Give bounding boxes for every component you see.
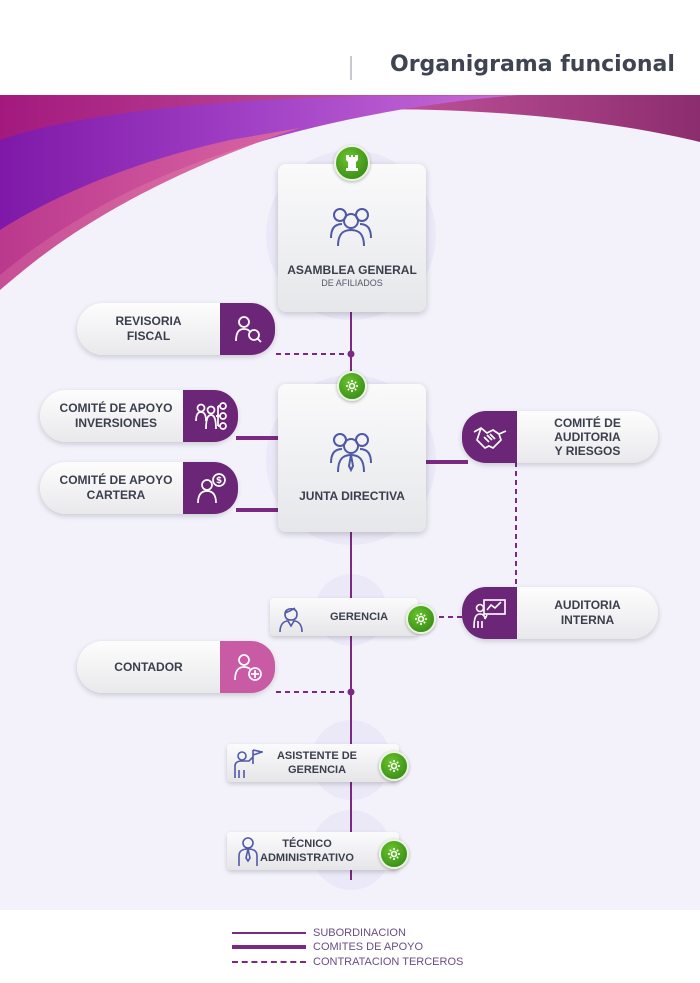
legend-line-subordinacion <box>232 932 306 934</box>
inversiones-label-1: COMITÉ DE APOYO <box>59 401 173 415</box>
auditoria-label-1: COMITÉ DE <box>554 416 621 430</box>
auditoria-label-3: Y RIESGOS <box>554 444 621 458</box>
tecnico-administrativo-node[interactable]: TÉCNICO ADMINISTRATIVO <box>227 832 399 870</box>
junta-title: JUNTA DIRECTIVA <box>299 489 405 503</box>
asistente-gerencia-node[interactable]: ASISTENTE DE GERENCIA <box>227 744 399 782</box>
auditoria-label-2: AUDITORIA <box>554 430 621 444</box>
legend-label-subordinacion: SUBORDINACION <box>313 927 406 939</box>
gerencia-node[interactable]: GERENCIA <box>270 598 418 636</box>
inversiones-label-2: INVERSIONES <box>74 416 158 430</box>
svg-text:$: $ <box>215 476 221 486</box>
asistente-label-2: GERENCIA <box>287 764 347 776</box>
tecnico-label-2: ADMINISTRATIVO <box>260 852 354 864</box>
gerencia-label: GERENCIA <box>329 611 389 623</box>
auditoria-interna-label-1: AUDITORIA <box>554 598 621 612</box>
woman-manager-icon <box>279 607 303 632</box>
revisoria-label-2: FISCAL <box>126 329 171 343</box>
gear-badge-junta <box>337 371 367 401</box>
gear-badge-asistente <box>379 751 409 781</box>
legend-line-contratacion <box>232 961 306 963</box>
gear-icon <box>346 380 358 392</box>
people-group-icon <box>330 208 372 247</box>
junta-directiva-card[interactable]: JUNTA DIRECTIVA <box>278 384 426 532</box>
person-flag-icon <box>234 749 263 778</box>
cartera-label-2: CARTERA <box>86 488 146 502</box>
asamblea-general-card[interactable]: ASAMBLEA GENERAL DE AFILIADOS <box>278 164 426 312</box>
chess-rook-icon <box>346 155 358 171</box>
gear-icon <box>415 613 427 625</box>
asamblea-title: ASAMBLEA GENERAL <box>287 263 417 277</box>
asistente-label-1: ASISTENTE DE <box>276 750 358 762</box>
legend-label-contratacion: CONTRATACION TERCEROS <box>313 956 464 968</box>
presenter-chart-icon <box>472 599 506 629</box>
asamblea-subtitle: DE AFILIADOS <box>321 278 383 288</box>
revisoria-label-1: REVISORIA <box>115 314 182 328</box>
gear-icon <box>388 760 400 772</box>
person-money-icon: $ <box>196 473 226 504</box>
gear-icon <box>388 848 400 860</box>
contador-label: CONTADOR <box>114 659 183 674</box>
people-network-icon <box>194 402 227 430</box>
page-title: Organigrama funcional <box>390 52 675 77</box>
auditoria-interna-label-2: INTERNA <box>560 613 615 627</box>
person-tie-icon <box>238 837 258 866</box>
cartera-label-1: COMITÉ DE APOYO <box>59 473 173 487</box>
chess-rook-badge <box>334 145 370 181</box>
gear-badge-tecnico <box>379 839 409 869</box>
title-divider <box>350 56 352 80</box>
contador-node[interactable]: CONTADOR <box>77 641 275 693</box>
person-plus-icon <box>233 654 262 681</box>
person-magnifier-icon <box>234 316 262 343</box>
legend-line-comites <box>232 945 306 949</box>
legend-label-comites: COMITES DE APOYO <box>313 941 424 953</box>
people-group-icon <box>330 433 372 473</box>
tecnico-label-1: TÉCNICO <box>282 838 332 850</box>
handshake-icon <box>473 426 506 450</box>
gear-badge-gerencia <box>406 604 436 634</box>
